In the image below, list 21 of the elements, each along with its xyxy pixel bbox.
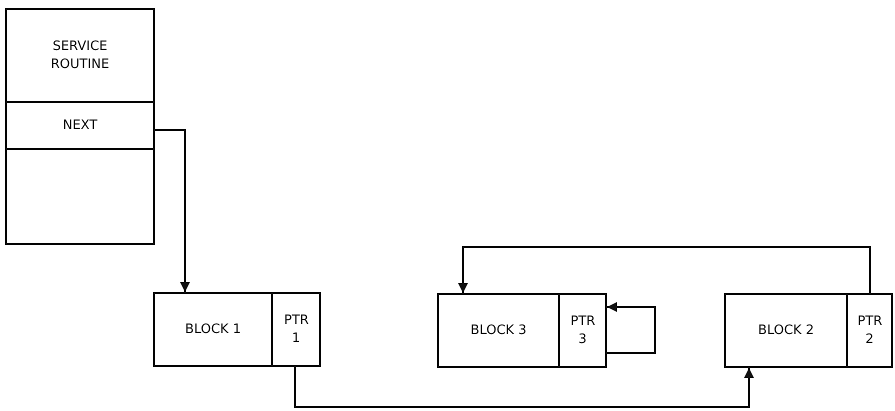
block-box	[724, 293, 848, 368]
field-box	[5, 101, 155, 150]
pointer-box	[271, 292, 321, 367]
title-box	[5, 8, 155, 103]
node-label: NEXT	[62, 116, 98, 134]
arrow	[294, 367, 754, 408]
node-label: BLOCK 2	[758, 322, 814, 340]
block-box	[437, 293, 560, 368]
node-label: PTR 1	[284, 312, 308, 348]
arrow	[607, 302, 656, 354]
pointer-box	[558, 293, 607, 368]
arrow	[458, 246, 871, 293]
field-box	[5, 148, 155, 245]
node-label: BLOCK 3	[470, 322, 526, 340]
block-box	[153, 292, 273, 367]
node-label: BLOCK 1	[185, 320, 241, 338]
node-label: PTR 3	[570, 312, 594, 348]
node-label: PTR 2	[858, 312, 882, 348]
arrow	[155, 129, 190, 292]
pointer-box	[846, 293, 893, 368]
node-label: SERVICE ROUTINE	[50, 38, 110, 74]
